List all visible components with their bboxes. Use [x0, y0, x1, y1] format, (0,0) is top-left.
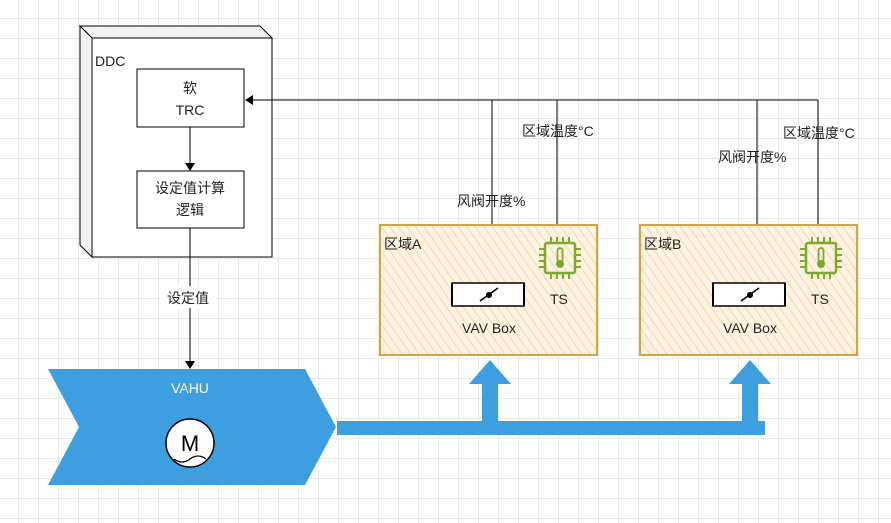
setpoint-logic-line2: 逻辑	[176, 202, 204, 218]
motor-label: M	[181, 431, 199, 456]
zone-b-temp-sensor-icon	[800, 237, 842, 279]
zone-a-vav-label: VAV Box	[462, 320, 516, 336]
vahu-label: VAHU	[171, 380, 209, 396]
zone-b-sensor-label: TS	[811, 291, 829, 307]
zone-a-vav-box[interactable]: VAV Box	[451, 282, 525, 336]
motor-icon: M	[165, 418, 215, 468]
trc-to-logic-arrow	[185, 127, 195, 171]
zone-a-temp-label: 区域温度°C	[522, 123, 594, 139]
setpoint-label-bg	[160, 286, 216, 308]
zone-a-temp-sensor-icon	[539, 237, 581, 279]
supply-air-duct	[337, 360, 771, 435]
zone-b-vav-label: VAV Box	[723, 320, 777, 336]
trc-label-line2: TRC	[176, 102, 205, 118]
setpoint-logic-block[interactable]: 设定值计算 逻辑	[136, 170, 245, 229]
zone-a-label: 区域A	[384, 236, 422, 252]
zone-b-temp-label: 区域温度°C	[783, 125, 855, 141]
setpoint-label: 设定值	[167, 290, 209, 306]
zone-a-sensor-label: TS	[550, 291, 568, 307]
zone-b-vav-box[interactable]: VAV Box	[712, 282, 786, 336]
ddc-label: DDC	[95, 53, 125, 69]
zone-b-damper-label: 风阀开度%	[718, 149, 786, 165]
trc-block[interactable]: 软 TRC	[136, 68, 245, 128]
zone-a-damper-label: 风阀开度%	[457, 193, 525, 209]
setpoint-logic-line1: 设定值计算	[155, 180, 225, 196]
zone-b-label: 区域B	[644, 236, 681, 252]
trc-label-line1: 软	[183, 80, 197, 96]
